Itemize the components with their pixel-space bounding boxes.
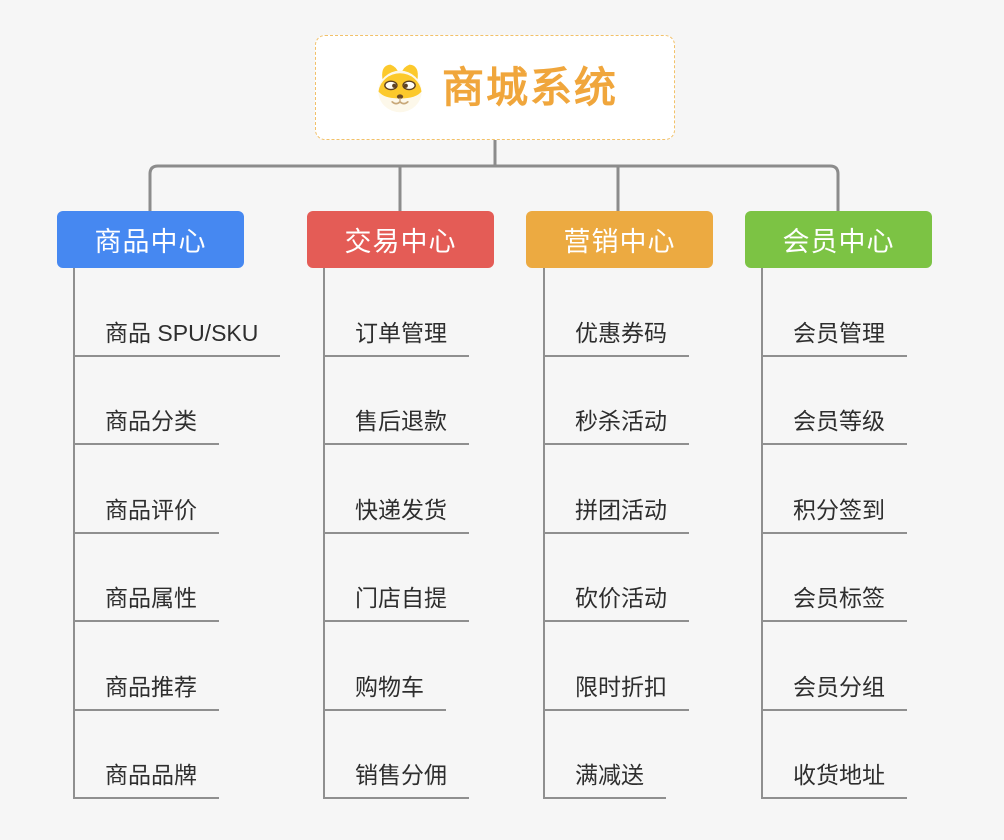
leaf-aftersale-refund[interactable]: 售后退款: [323, 407, 469, 445]
leaf-express-delivery[interactable]: 快递发货: [323, 496, 469, 534]
branch-product-center[interactable]: 商品中心: [57, 211, 244, 268]
leaf-product-recommend[interactable]: 商品推荐: [73, 673, 219, 711]
trunk-line: [761, 268, 763, 799]
leaf-product-brand[interactable]: 商品品牌: [73, 761, 219, 799]
leaf-group-buy[interactable]: 拼团活动: [543, 496, 689, 534]
root-node[interactable]: 商城系统: [315, 35, 675, 140]
leaf-full-reduction[interactable]: 满减送: [543, 761, 666, 799]
leaf-shopping-cart[interactable]: 购物车: [323, 673, 446, 711]
trunk-line: [543, 268, 545, 799]
leaf-coupon-code[interactable]: 优惠券码: [543, 319, 689, 357]
leaf-product-review[interactable]: 商品评价: [73, 496, 219, 534]
leaf-sales-commission[interactable]: 销售分佣: [323, 761, 469, 799]
trunk-line: [73, 268, 75, 799]
leaf-member-level[interactable]: 会员等级: [761, 407, 907, 445]
branch-trade-center[interactable]: 交易中心: [307, 211, 494, 268]
branch-marketing-center[interactable]: 营销中心: [526, 211, 713, 268]
leaf-member-management[interactable]: 会员管理: [761, 319, 907, 357]
leaf-store-pickup[interactable]: 门店自提: [323, 584, 469, 622]
branch-member-center[interactable]: 会员中心: [745, 211, 932, 268]
leaf-limited-time-discount[interactable]: 限时折扣: [543, 673, 689, 711]
branch-rail-line: [148, 164, 840, 211]
leaf-product-spu-sku[interactable]: 商品 SPU/SKU: [73, 319, 281, 357]
leaf-points-checkin[interactable]: 积分签到: [761, 496, 907, 534]
root-title: 商城系统: [441, 63, 618, 111]
leaf-member-tag[interactable]: 会员标签: [761, 584, 907, 622]
leaf-product-attribute[interactable]: 商品属性: [73, 584, 219, 622]
leaf-member-group[interactable]: 会员分组: [761, 673, 907, 711]
leaf-order-management[interactable]: 订单管理: [323, 319, 469, 357]
trunk-line: [323, 268, 325, 799]
leaf-product-category[interactable]: 商品分类: [73, 407, 219, 445]
leaf-shipping-address[interactable]: 收货地址: [761, 761, 907, 799]
leaf-bargain-activity[interactable]: 砍价活动: [543, 584, 689, 622]
shiba-dog-icon: [372, 62, 428, 114]
leaf-flash-sale[interactable]: 秒杀活动: [543, 407, 689, 445]
